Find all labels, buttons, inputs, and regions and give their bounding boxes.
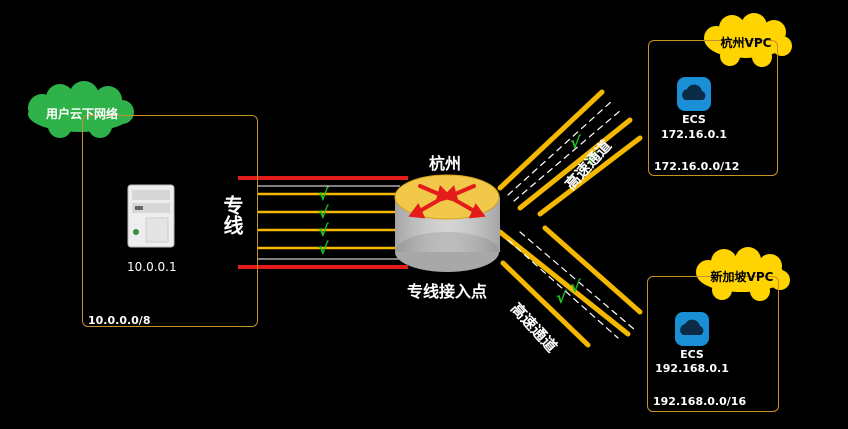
onprem-cloud-label: 用户云下网络 (45, 107, 118, 121)
vpc-hangzhou-box (648, 40, 778, 176)
svg-text:√: √ (318, 221, 329, 240)
dedicated-line-lanes (258, 185, 400, 260)
cloud-hangzhou-icon (704, 13, 792, 67)
hub-access-label: 专线接入点 (407, 282, 488, 301)
svg-text:√: √ (318, 239, 329, 258)
onprem-cidr: 10.0.0.0/8 (88, 314, 151, 327)
ecs-hangzhou-ip: 172.16.0.1 (660, 128, 728, 141)
dedicated-line-label: 专线 (220, 195, 244, 235)
svg-text:√: √ (318, 203, 329, 222)
router-icon (394, 174, 500, 272)
vpc-hangzhou-cloud-label: 杭州VPC (720, 36, 772, 50)
express-road-upper (497, 89, 643, 217)
svg-text:√: √ (570, 133, 581, 152)
ecs-singapore-name: ECS (680, 348, 704, 361)
express-road-lower (497, 225, 643, 348)
onprem-network-box (82, 115, 258, 327)
vpc-singapore-cloud-label: 新加坡VPC (710, 270, 774, 284)
host-ip: 10.0.0.1 (127, 260, 177, 274)
dedicated-line-checks: √ √ √ √ (318, 185, 329, 258)
vpc-singapore-box (647, 276, 779, 412)
ecs-hangzhou-name: ECS (682, 113, 706, 126)
express-road-upper-checks: √ √ (570, 133, 597, 169)
hub-city-label: 杭州 (429, 154, 462, 173)
ecs-icon-singapore (675, 312, 709, 346)
server-icon (127, 184, 175, 248)
express-road-lower-checks: √ √ (556, 277, 581, 307)
vpc-hangzhou-cidr: 172.16.0.0/12 (654, 160, 740, 173)
ecs-icon-hangzhou (677, 77, 711, 111)
ecs-singapore-ip: 192.168.0.1 (655, 362, 729, 375)
vpc-singapore-cidr: 192.168.0.0/16 (653, 395, 747, 408)
svg-text:√: √ (570, 277, 581, 296)
svg-text:√: √ (318, 185, 329, 204)
svg-text:√: √ (586, 150, 597, 169)
svg-text:√: √ (556, 288, 567, 307)
cloud-onprem-icon (28, 81, 134, 138)
